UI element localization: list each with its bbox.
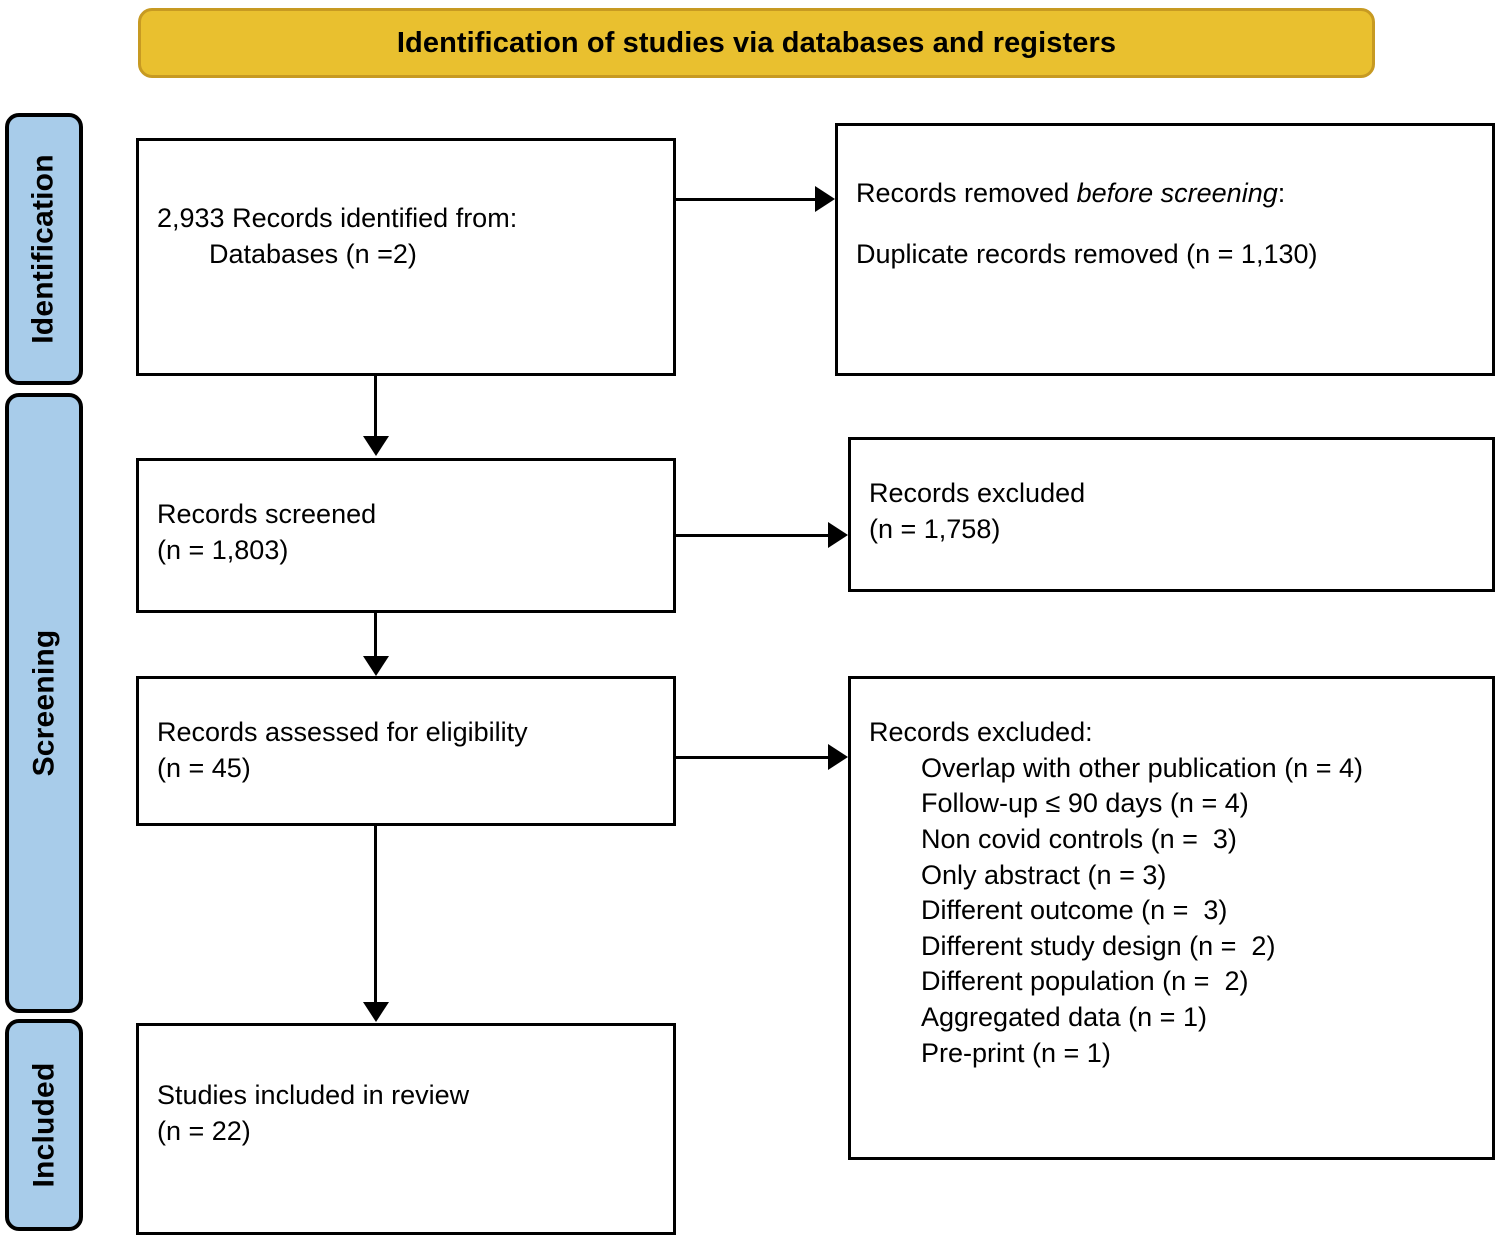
box-records-removed-before-screening: Records removed before screening: Duplic… — [835, 123, 1495, 376]
records-eligibility-line-1: Records assessed for eligibility — [157, 717, 528, 747]
exclusion-reason-item: Aggregated data (n = 1) — [921, 1002, 1207, 1032]
box-records-excluded-screening: Records excluded (n = 1,758) — [848, 437, 1495, 592]
studies-included-line-1: Studies included in review — [157, 1080, 470, 1110]
records-identified-line-2: Databases (n =2) — [209, 238, 417, 269]
records-screened-line-2: (n = 1,803) — [157, 534, 289, 565]
records-excluded-screening-line-2: (n = 1,758) — [869, 513, 1001, 544]
stage-label-included-text: Included — [27, 1062, 61, 1188]
arrowhead-screened-to-eligibility — [363, 656, 389, 676]
stage-label-screening-text: Screening — [27, 629, 61, 777]
box-studies-included: Studies included in review (n = 22) — [136, 1023, 676, 1235]
connector-identified-to-screened — [374, 376, 377, 438]
records-removed-heading: Records removed before screening: — [856, 176, 1474, 212]
records-removed-heading-italic: before screening — [1076, 178, 1278, 208]
stage-label-identification-text: Identification — [27, 154, 60, 344]
records-eligibility-line-2: (n = 45) — [157, 752, 251, 783]
duplicate-records-removed: Duplicate records removed (n = 1,130) — [856, 239, 1318, 270]
records-removed-heading-prefix: Records removed — [856, 178, 1077, 208]
records-excluded-eligibility-heading: Records excluded: — [869, 717, 1093, 747]
arrowhead-eligibility-to-included — [363, 1002, 389, 1022]
exclusion-reason-item: Overlap with other publication (n = 4) — [921, 752, 1363, 783]
connector-eligibility-to-included — [374, 826, 377, 1004]
header-banner: Identification of studies via databases … — [138, 8, 1375, 78]
exclusion-reason-item: Follow-up ≤ 90 days (n = 4) — [921, 788, 1249, 819]
page-title: Identification of studies via databases … — [396, 26, 1117, 59]
box-records-excluded-eligibility: Records excluded: Overlap with other pub… — [848, 676, 1495, 1160]
records-removed-heading-suffix: : — [1277, 178, 1286, 208]
connector-screened-to-excluded — [676, 534, 828, 537]
stage-label-screening: Screening — [5, 393, 83, 1013]
arrowhead-screened-to-excluded — [828, 522, 848, 548]
connector-screened-to-eligibility — [374, 613, 377, 658]
box-records-screened: Records screened (n = 1,803) — [136, 458, 676, 613]
arrowhead-identified-to-removed — [815, 186, 835, 212]
exclusion-reason-item: Different study design (n = 2) — [921, 930, 1276, 961]
stage-label-identification: Identification — [5, 113, 83, 385]
records-excluded-screening-line-1: Records excluded — [869, 478, 1086, 508]
exclusion-reason-item: Pre-print (n = 1) — [921, 1037, 1111, 1068]
records-identified-line-1: 2,933 Records identified from: — [157, 203, 518, 233]
box-records-assessed-eligibility: Records assessed for eligibility (n = 45… — [136, 676, 676, 826]
records-screened-line-1: Records screened — [157, 499, 377, 529]
records-removed-spacer — [856, 212, 1474, 238]
exclusion-reason-item: Different outcome (n = 3) — [921, 895, 1228, 926]
arrowhead-eligibility-to-excluded-reasons — [828, 744, 848, 770]
connector-eligibility-to-excluded-reasons — [676, 756, 828, 759]
exclusion-reason-item: Non covid controls (n = 3) — [921, 823, 1237, 854]
arrowhead-identified-to-screened — [363, 436, 389, 456]
stage-label-included: Included — [5, 1019, 83, 1231]
exclusion-reason-item: Only abstract (n = 3) — [921, 859, 1167, 890]
studies-included-line-2: (n = 22) — [157, 1115, 251, 1146]
exclusion-reason-item: Different population (n = 2) — [921, 966, 1249, 997]
connector-identified-to-removed — [676, 198, 815, 201]
box-records-identified: 2,933 Records identified from: Databases… — [136, 138, 676, 376]
